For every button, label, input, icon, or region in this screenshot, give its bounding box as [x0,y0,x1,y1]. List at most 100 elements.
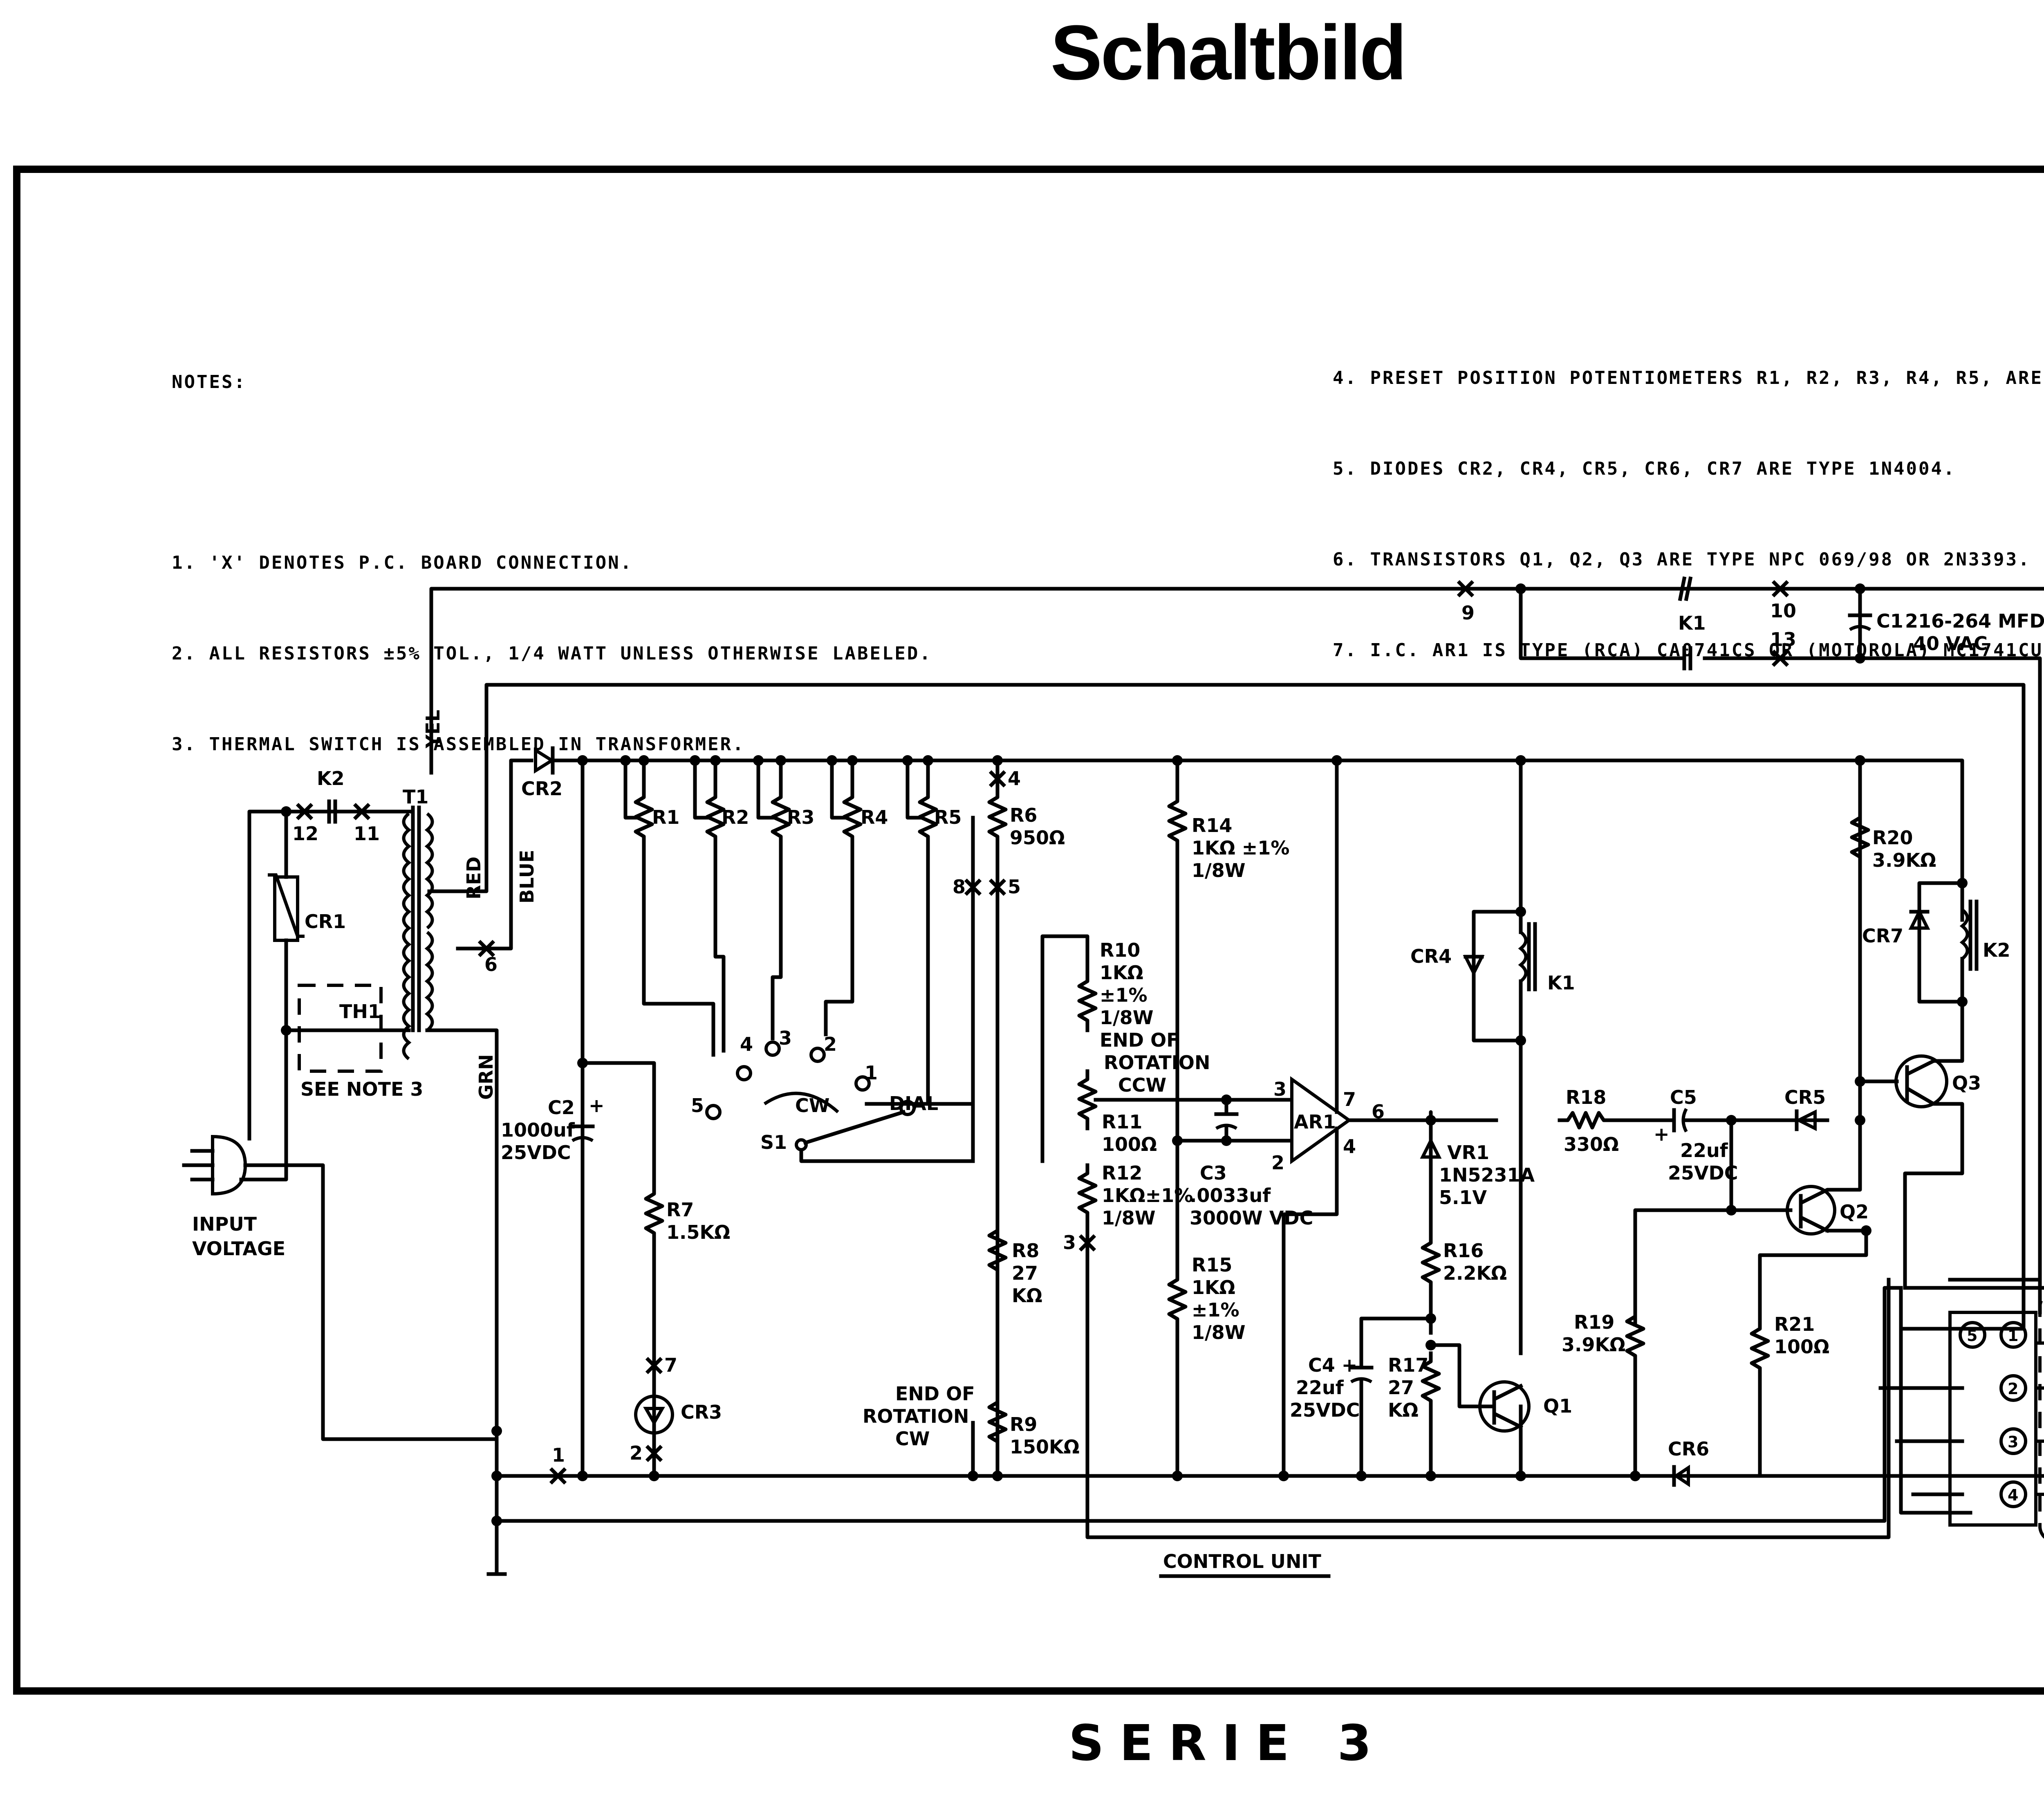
label-r10-line2: ROTATION [1104,1052,1210,1074]
label-r14-value: 1KΩ ±1% [1192,837,1289,859]
label-r10: R10 [1100,939,1140,961]
label-pcb-10: 10 [1770,600,1796,622]
label-r18: R18 [1566,1086,1606,1108]
junction-dots [281,583,1968,1526]
label-c5: C5 [1670,1086,1697,1108]
label-s1-pos-5: 5 [691,1094,704,1117]
note-3: 3. THERMAL SWITCH IS ASSEMBLED IN TRANSF… [172,734,745,755]
footer-series: SERIE 3 [1069,1715,1387,1772]
label-input: INPUT [192,1213,257,1235]
label-r16: R16 [1443,1240,1484,1262]
wire-red [427,683,2026,1331]
label-r9-line1: END OF [895,1383,975,1405]
label-s1-pos-4: 4 [740,1033,753,1055]
label-s1-dial: DIAL [889,1092,938,1115]
label-r12-watt: 1/8W [1102,1207,1156,1229]
note-5: 5. DIODES CR2, CR4, CR5, CR6, CR7 ARE TY… [1333,458,1956,479]
label-pcb-13: 13 [1770,628,1796,650]
label-c1: C1 [1876,610,1903,632]
label-cr3: CR3 [681,1401,722,1423]
label-t1: T1 [403,786,428,808]
label-pcb-9: 9 [1461,602,1475,624]
label-c4-value: 22uf [1296,1377,1344,1399]
label-k1-coil: K1 [1547,972,1575,994]
label-r15: R15 [1192,1254,1232,1276]
label-c3-value: .0033uf [1190,1184,1271,1207]
label-vr1: VR1 [1447,1141,1489,1164]
label-s1-pos-1: 1 [865,1062,878,1084]
label-c5-rating: 25VDC [1668,1162,1738,1184]
label-q2: Q2 [1840,1201,1869,1223]
label-vr1-value: 5.1V [1439,1186,1487,1209]
label-r3: R3 [787,806,814,828]
label-cr6: CR6 [1668,1438,1709,1460]
cable-harness [1878,1278,2044,1539]
label-k1-contact: K1 [1678,612,1706,634]
label-see-note-3: SEE NOTE 3 [300,1078,423,1100]
label-r4: R4 [861,806,888,828]
label-r10-line1: END OF [1100,1029,1179,1051]
label-r19: R19 [1574,1311,1614,1333]
label-r14: R14 [1192,814,1232,836]
label-r17-value: 27 [1388,1377,1414,1399]
label-r16-value: 2.2KΩ [1443,1262,1507,1284]
preset-pots [580,758,936,1478]
label-r10-line3: CCW [1118,1074,1166,1096]
label-cr1: CR1 [305,910,346,933]
note-6: 6. TRANSISTORS Q1, Q2, Q3 ARE TYPE NPC 0… [1333,549,2031,570]
notes-right: 4. PRESET POSITION POTENTIOMETERS R1, R2… [1333,303,2044,696]
label-r6: R6 [1010,804,1037,826]
label-s1: S1 [760,1131,787,1153]
label-ar1-pin7: 7 [1343,1088,1356,1110]
label-r18-value: 330Ω [1564,1133,1619,1155]
label-ar1-pin2: 2 [1271,1152,1284,1174]
label-vr1-type: 1N5231A [1439,1164,1535,1186]
notes-heading: NOTES: [172,372,247,392]
label-r15-tol: ±1% [1192,1299,1239,1321]
label-c1-rating: 40 VAC [1913,632,1988,655]
label-c1-value: 216-264 MFD [1905,610,2044,632]
label-r15-watt: 1/8W [1192,1321,1246,1343]
label-cr7: CR7 [1862,925,1903,947]
label-s1-pos-3: 3 [779,1027,792,1049]
label-r8-unit: KΩ [1012,1285,1042,1307]
label-c5-plus: + [1654,1123,1670,1145]
label-wire-yel: YEL [422,710,444,749]
label-k2-coil: K2 [1983,939,2010,961]
label-pcb-6: 6 [484,953,498,976]
label-r9-line2: ROTATION [863,1405,969,1427]
label-r1: R1 [652,806,679,828]
label-c3: C3 [1200,1162,1227,1184]
label-pcb-2: 2 [630,1442,643,1464]
notes-left: NOTES: 1. 'X' DENOTES P.C. BOARD CONNECT… [172,307,932,790]
switch-s1[interactable] [705,938,975,1151]
label-r12-value: 1KΩ±1% [1102,1184,1193,1207]
r6-chain [799,758,1006,1478]
label-ar1-pin4: 4 [1343,1135,1356,1157]
label-th1: TH1 [339,1000,381,1023]
label-c3-rating: 3000W VDC [1190,1207,1313,1229]
label-r2: R2 [722,806,749,828]
power-input [182,799,2044,1576]
label-s1-pos-2: 2 [824,1033,837,1055]
label-pin-11: 11 [354,823,380,845]
label-ar1-pin6: 6 [1372,1101,1385,1123]
label-r7: R7 [666,1199,694,1221]
label-term-c4: 4 [2008,1486,2018,1504]
label-r7-value: 1.5KΩ [666,1221,730,1243]
label-r19-value: 3.9KΩ [1562,1334,1625,1356]
label-wire-blue: BLUE [516,850,538,904]
labels: K2 12 11 T1 CR1 TH1 SEE NOTE 3 INPUT VOL… [192,600,2044,1572]
label-r17: R17 [1388,1354,1428,1376]
label-r8-value: 27 [1012,1262,1038,1284]
r10-r12-chain [1040,934,1891,1539]
label-s1-cw: CW [795,1094,830,1117]
label-r6-value: 950Ω [1010,827,1065,849]
note-4: 4. PRESET POSITION POTENTIOMETERS R1, R2… [1333,368,2043,388]
label-c2-rating: 25VDC [501,1141,571,1164]
c2-r7-cr3 [570,1061,674,1478]
label-r9: R9 [1010,1413,1037,1435]
label-r20-value: 3.9KΩ [1872,849,1936,871]
label-r11-value: 100Ω [1102,1133,1157,1155]
